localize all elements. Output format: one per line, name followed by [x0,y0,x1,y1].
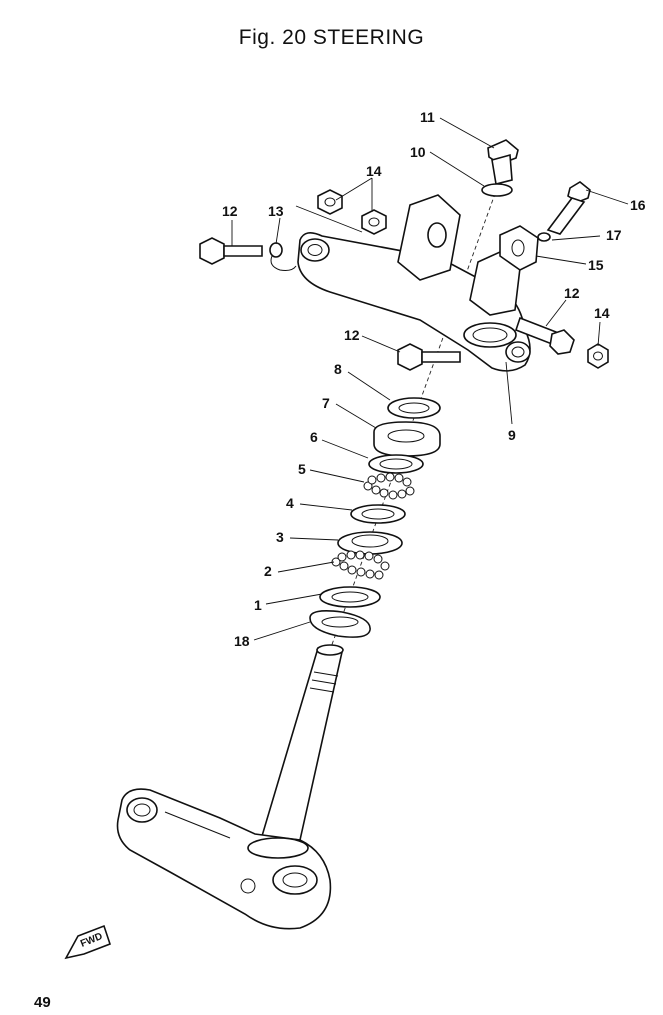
label-12-right: 12 [564,285,580,301]
label-13: 13 [268,203,284,219]
label-2: 2 [264,563,272,579]
ring-nut-8 [387,397,441,419]
label-7: 7 [322,395,330,411]
bolt-11 [487,139,519,185]
nut-14c [587,343,609,369]
dust-seal-18 [309,610,371,638]
label-14-top: 14 [366,163,382,179]
ball-bearings-2 [331,550,390,580]
washer-10 [481,183,513,197]
page-number: 49 [34,994,51,1011]
label-15: 15 [588,257,604,273]
label-10: 10 [410,144,426,160]
lock-washer-13 [269,242,297,271]
bearing-race-1 [319,586,381,608]
label-14-right: 14 [594,305,610,321]
washer-17 [537,232,551,242]
label-3: 3 [276,529,284,545]
label-12-left: 12 [222,203,238,219]
bearing-race-6 [368,454,424,474]
label-11: 11 [420,109,435,125]
fwd-arrow-icon: FWD [64,924,112,960]
label-12-lower: 12 [344,327,360,343]
label-1: 1 [254,597,262,613]
label-4: 4 [286,495,294,511]
leader-lines [231,117,629,641]
bearing-race-3 [337,531,403,555]
label-16: 16 [630,197,646,213]
label-18: 18 [234,633,250,649]
bolt-16 [546,181,591,235]
label-9: 9 [508,427,516,443]
nut-14b [361,209,387,235]
clamp-15 [499,225,539,271]
figure-title: Fig. 20 STEERING [238,26,425,49]
bearing-race-4 [350,504,406,524]
under-bracket [116,788,332,930]
part-labels: 11 10 14 16 12 13 17 15 12 14 12 8 9 7 6… [222,109,646,649]
steering-stem [260,644,344,841]
nut-14a [317,189,343,215]
cover-7 [373,421,441,457]
bolt-12-lower [397,343,461,371]
upper-bracket [297,194,531,372]
label-6: 6 [310,429,318,445]
label-8: 8 [334,361,342,377]
label-5: 5 [298,461,306,477]
ball-bearings-5 [363,472,415,500]
bolt-12-right [515,316,575,355]
bolt-12-left [199,237,263,265]
label-17: 17 [606,227,622,243]
